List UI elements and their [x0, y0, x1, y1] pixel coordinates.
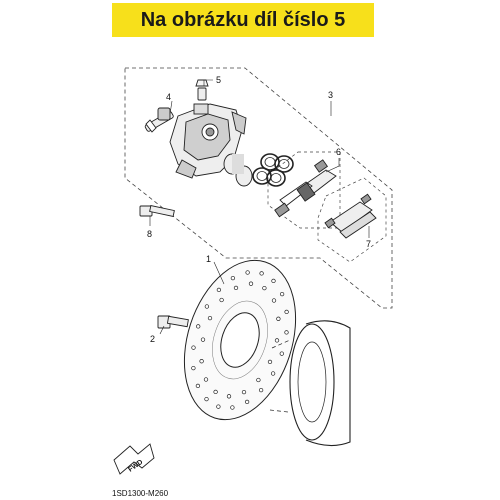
brake-pad-7	[324, 193, 377, 239]
title-banner: Na obrázku díl číslo 5	[112, 3, 374, 37]
disc-hole	[230, 275, 236, 281]
wheel-hub	[269, 320, 351, 447]
bolt-2	[157, 315, 189, 329]
assembly-boundary	[124, 67, 393, 309]
disc-hole	[216, 404, 221, 409]
brake-disc-1	[183, 259, 297, 421]
callout-6: 6	[336, 147, 341, 157]
bleed-screw-5	[195, 79, 209, 101]
disc-hole	[256, 377, 261, 383]
disc-hole	[274, 338, 280, 343]
disc-hole	[191, 365, 196, 371]
disc-hole	[216, 287, 222, 293]
disc-hole	[213, 389, 218, 395]
callout-5: 5	[216, 75, 221, 85]
disc-hole	[244, 399, 250, 405]
disc-hole	[219, 297, 224, 303]
disc-hole	[270, 371, 276, 376]
disc-hole	[271, 278, 276, 284]
disc-hole	[199, 359, 204, 364]
disc-hole	[226, 394, 232, 399]
disc-hole	[276, 316, 281, 321]
disc-hole	[259, 271, 264, 276]
callout-3: 3	[328, 90, 333, 100]
bolt-8	[139, 205, 175, 217]
disc-hole	[203, 377, 209, 382]
callout-2: 2	[150, 334, 155, 344]
brake-pad-6	[274, 159, 337, 218]
disc-hole	[230, 405, 235, 410]
disc-hole	[200, 337, 206, 342]
disc-hole	[279, 351, 284, 356]
diagram-code: 1SD1300-M260	[112, 489, 169, 498]
disc-hole	[241, 389, 247, 395]
disc-hole	[204, 304, 210, 309]
disc-hole	[271, 298, 277, 303]
disc-hole	[279, 291, 285, 297]
disc-hole	[248, 281, 254, 286]
callout-8: 8	[147, 229, 152, 239]
disc-hole	[191, 345, 196, 350]
disc-hole	[284, 330, 289, 335]
caliper-pistons	[223, 153, 253, 187]
disc-hole	[267, 359, 273, 365]
disc-hole	[284, 309, 289, 315]
callout-4: 4	[166, 92, 171, 102]
pad-group-6-outline	[267, 151, 341, 229]
fwd-arrow-icon: FWD	[113, 443, 155, 475]
callout-7: 7	[366, 239, 371, 249]
disc-hole	[262, 285, 267, 291]
pad-group-7-outline	[317, 177, 387, 263]
brake-caliper	[169, 103, 247, 179]
disc-hole	[245, 270, 250, 275]
disc-hole	[195, 383, 201, 389]
disc-hole	[196, 324, 201, 329]
disc-hole	[204, 396, 209, 402]
callout-1: 1	[206, 254, 211, 264]
leader-lines	[149, 79, 370, 335]
piston-seals	[252, 153, 294, 187]
caliper-pin-4	[144, 107, 174, 133]
disc-hole	[233, 285, 239, 291]
title-text: Na obrázku díl číslo 5	[140, 8, 346, 31]
disc-hole	[258, 387, 264, 393]
disc-hole	[207, 315, 213, 321]
